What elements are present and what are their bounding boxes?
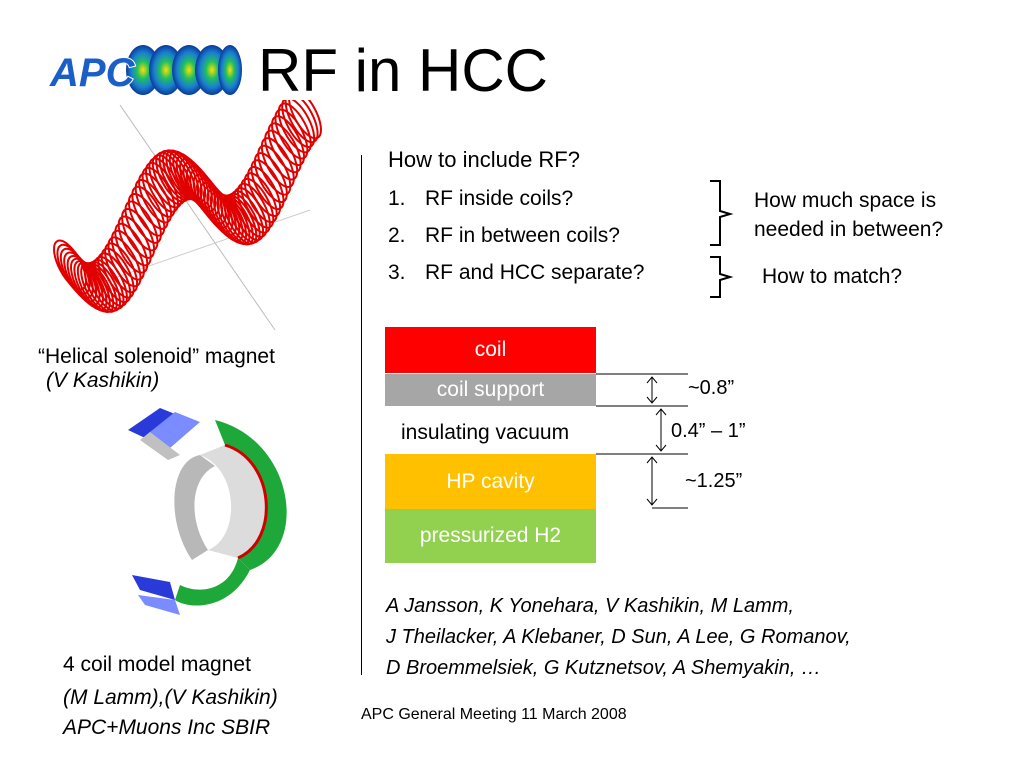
coil-support-layer: coil support — [385, 374, 596, 406]
cavity-dimension: ~1.25” — [685, 470, 743, 492]
support-dimension: ~0.8” — [688, 377, 735, 399]
space-question-line-2: needed in between? — [754, 218, 944, 241]
coil-model-authors: (M Lamm),(V Kashikin) — [63, 686, 278, 709]
list-item: 1.RF inside coils? — [388, 187, 574, 210]
coil-layer-label: coil — [474, 338, 507, 361]
coil-support-label: coil support — [436, 378, 545, 401]
rf-question-heading: How to include RF? — [388, 147, 580, 172]
authors-block: A Jansson, K Yonehara, V Kashikin, M Lam… — [386, 591, 851, 684]
h2-layer: pressurized H2 — [385, 509, 596, 563]
helical-caption: “Helical solenoid” magnet — [38, 345, 275, 368]
vacuum-dimension: 0.4” – 1” — [671, 420, 746, 442]
footer: APC General Meeting 11 March 2008 — [361, 706, 627, 723]
authors-line: J Theilacker, A Klebaner, D Sun, A Lee, … — [386, 626, 851, 648]
cavity-layer: HP cavity — [385, 454, 596, 509]
coil-model-image — [128, 408, 287, 615]
helical-author: (V Kashikin) — [46, 369, 160, 392]
coil-layer: coil — [385, 327, 596, 373]
coil-model-caption: 4 coil model magnet — [63, 653, 251, 676]
logo-text: APC — [49, 51, 136, 95]
helical-solenoid-image — [53, 100, 322, 331]
vacuum-label: insulating vacuum — [401, 421, 570, 444]
match-question: How to match? — [762, 265, 903, 288]
bracket-icon — [710, 180, 734, 298]
space-question-line-1: How much space is — [754, 189, 937, 212]
authors-line: D Broemmelsiek, G Kutznetsov, A Shemyaki… — [386, 657, 821, 679]
h2-label: pressurized H2 — [419, 524, 562, 547]
coil-model-sponsor: APC+Muons Inc SBIR — [63, 716, 271, 739]
list-item: 3.RF and HCC separate? — [388, 261, 645, 284]
vertical-divider — [361, 155, 362, 675]
list-item: 2.RF in between coils? — [388, 224, 620, 247]
authors-line: A Jansson, K Yonehara, V Kashikin, M Lam… — [386, 595, 794, 617]
apc-logo: APC — [48, 45, 242, 96]
cavity-label: HP cavity — [446, 470, 535, 493]
slide-title: RF in HCC — [258, 37, 549, 104]
dimension-lines — [596, 373, 688, 509]
